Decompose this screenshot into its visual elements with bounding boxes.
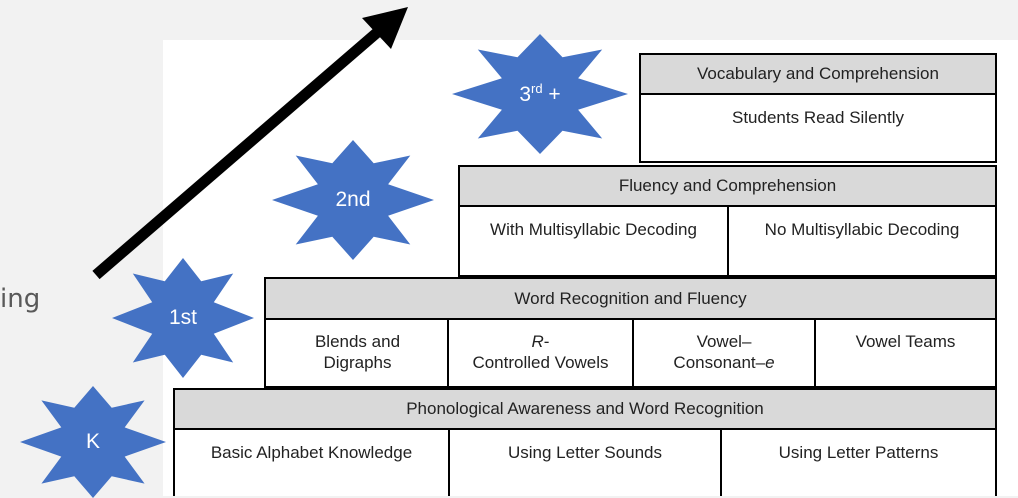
controlled-vowels-text: Controlled Vowels [472, 353, 609, 372]
side-text-fragment: ing [0, 284, 41, 314]
tier-third-block: Vocabulary and Comprehension Students Re… [639, 53, 997, 163]
consonant-text: Consonant– [673, 353, 766, 372]
tier-second-cell-1: With Multisyllabic Decoding [490, 220, 697, 239]
arrow-shaft [92, 25, 384, 280]
r-prefix: R [531, 332, 544, 351]
grade-second-label: 2nd [335, 188, 371, 211]
tier-k-block: Phonological Awareness and Word Recognit… [173, 388, 997, 496]
tier-second-cell-2: No Multisyllabic Decoding [764, 220, 960, 239]
star-shape-k [20, 386, 166, 498]
grade-third-star: 3rd + [452, 34, 628, 154]
tier-second-header: Fluency and Comprehension [460, 167, 995, 207]
star-shape-first [112, 258, 254, 378]
tier-k-header: Phonological Awareness and Word Recognit… [175, 390, 995, 430]
tier-third-header: Vocabulary and Comprehension [641, 55, 995, 95]
r-dash: - [543, 332, 550, 351]
star-shape-third [452, 34, 628, 154]
tier-first-cell-2: R- Controlled Vowels [449, 331, 632, 373]
grade-k-label: K [85, 430, 100, 453]
tier-k-cell-3: Using Letter Patterns [778, 443, 939, 462]
tier-third-cell: Students Read Silently [732, 108, 904, 127]
vowel-text: Vowel– [696, 332, 752, 351]
star-shape-second [272, 140, 434, 260]
grade-second-star: 2nd [272, 140, 434, 260]
grade-first-label: 1st [168, 306, 197, 329]
tier-k-cell-1: Basic Alphabet Knowledge [210, 443, 413, 462]
grade-k-star: K [20, 386, 166, 498]
grade-first-star: 1st [112, 258, 254, 378]
tier-first-cell-4: Vowel Teams [855, 332, 956, 351]
tier-second-block: Fluency and Comprehension With Multisyll… [458, 165, 997, 277]
grade-third-label: 3rd + [519, 81, 561, 106]
tier-first-cell-3: Vowel– Consonant–e [634, 331, 814, 373]
tier-first-header: Word Recognition and Fluency [266, 279, 995, 320]
tier-k-cell-2: Using Letter Sounds [507, 443, 663, 462]
arrow-head [362, 7, 408, 49]
e-letter: e [765, 353, 775, 372]
tier-first-cell-1: Blends and Digraphs [314, 332, 401, 372]
tier-first-block: Word Recognition and Fluency Blends and … [264, 277, 997, 388]
